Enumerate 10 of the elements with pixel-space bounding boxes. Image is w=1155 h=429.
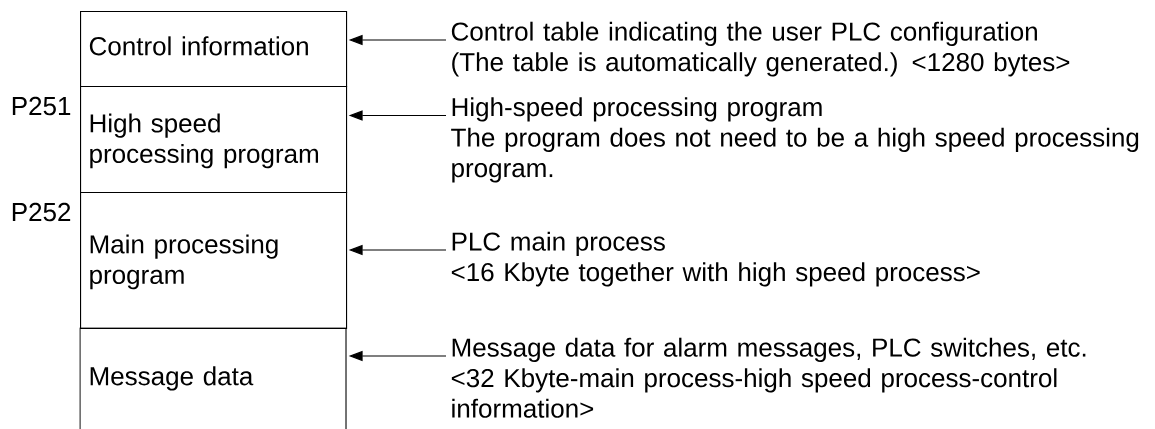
memory-block: Control information <box>80 11 348 88</box>
description-text: Message data for alarm messages, PLC switches, etc. <32 Kbyte-main process-high speed process-control information> <box>451 337 1086 418</box>
description-text: Control table indicating the user PLC configuration (The table is automatically generated.) <1280 bytes> <box>451 21 1070 77</box>
description-text: High-speed processing program The program does not need to be a high speed processing program. <box>451 97 1139 183</box>
memory-block: Main processing program <box>80 192 348 330</box>
memory-block: Message data <box>79 327 347 429</box>
description-text: PLC main process <16 Kbyte together with high speed process> <box>451 231 980 287</box>
memory-block: High speed processing program <box>80 86 348 194</box>
address-label: P251 <box>12 96 71 116</box>
address-label: P252 <box>12 202 71 222</box>
